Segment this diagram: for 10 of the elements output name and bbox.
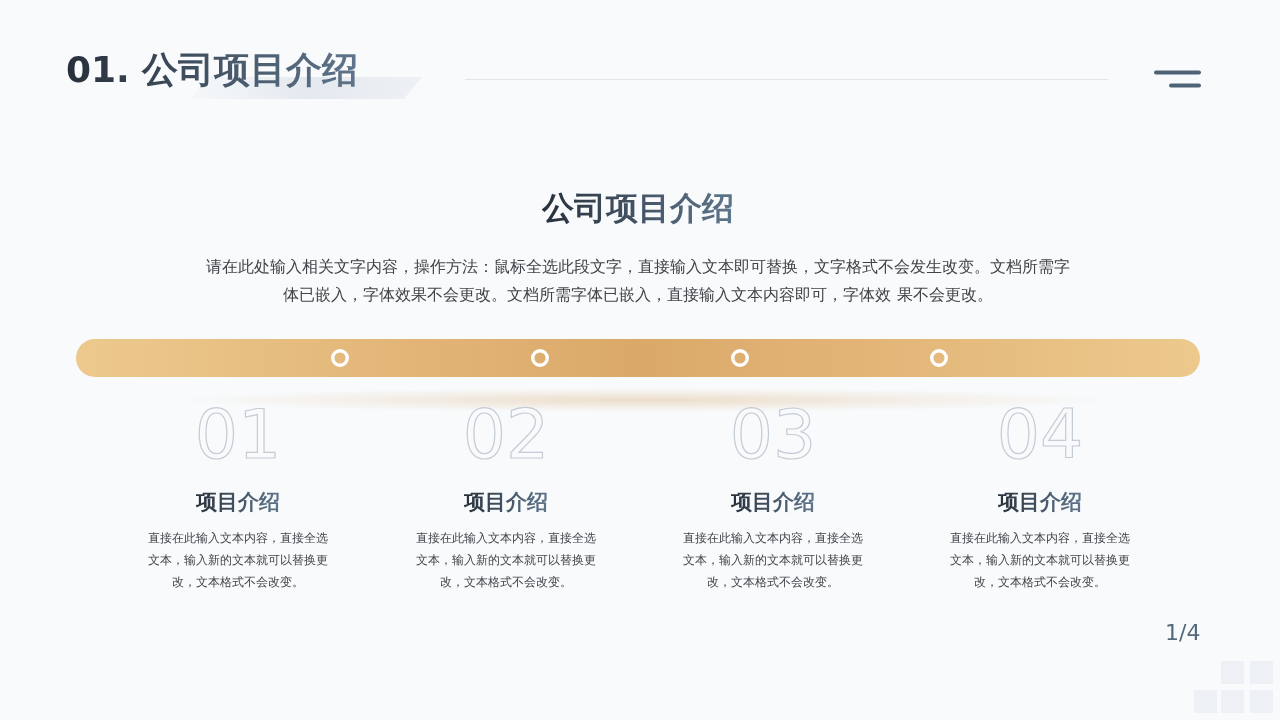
step-description: 直接在此输入文本内容，直接全选文本，输入新的文本就可以替换更改，文本格式不会改变。 [682, 530, 864, 591]
step-heading: 项目介绍 [464, 488, 548, 516]
step-description: 直接在此输入文本内容，直接全选文本，输入新的文本就可以替换更改，文本格式不会改变。 [415, 530, 597, 591]
step-description: 直接在此输入文本内容，直接全选文本，输入新的文本就可以替换更改，文本格式不会改变。 [949, 530, 1131, 591]
page-number: 1/4 [1165, 619, 1201, 647]
step-heading: 项目介绍 [731, 488, 815, 516]
intro-paragraph: 请在此处输入相关文字内容，操作方法：鼠标全选此段文字，直接输入文本即可替换，文字格式不会发生改变。文档所需字体已嵌入，字体效果不会更改。文档所需字体已嵌入，直接输入文本内容即可，字体效 果不会更改。 [205, 256, 1071, 306]
step-heading: 项目介绍 [196, 488, 280, 516]
step-description: 直接在此输入文本内容，直接全选文本，输入新的文本就可以替换更改，文本格式不会改变。 [147, 530, 329, 591]
step-heading: 项目介绍 [998, 488, 1082, 516]
